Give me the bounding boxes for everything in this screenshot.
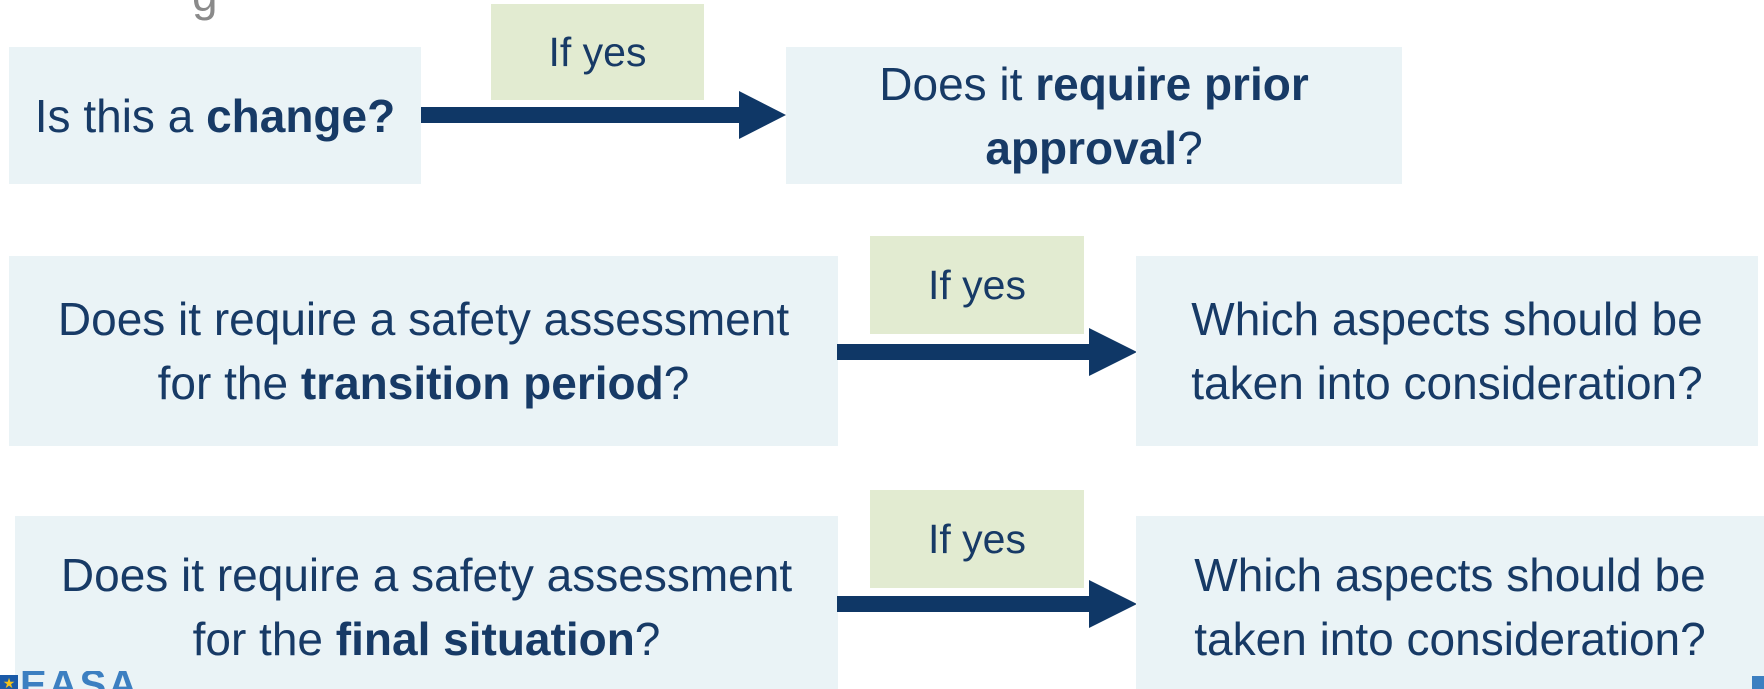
result-line-2: taken into consideration?	[1191, 357, 1703, 409]
question-pre-2: for the	[157, 357, 301, 409]
if-yes-label-row3: If yes	[870, 490, 1084, 588]
result-pre: Does it	[879, 57, 1036, 110]
result-aspects-row3: Which aspects should be taken into consi…	[1136, 516, 1764, 689]
result-line-1: Which aspects should be	[1191, 293, 1703, 345]
question-line-1: Does it require a safety assessment	[57, 293, 790, 345]
result-prior-approval: Does it require prior approval?	[786, 47, 1402, 184]
question-final-situation: Does it require a safety assessment for …	[15, 516, 838, 689]
result-bold-2: approval	[985, 121, 1178, 174]
question-post: ?	[634, 613, 661, 665]
result-line-2: taken into consideration?	[1194, 613, 1706, 665]
question-line-1: Does it require a safety assessment	[60, 549, 793, 601]
question-pre: Is this a	[34, 89, 207, 142]
question-post: ?	[663, 357, 690, 409]
result-line-1: Which aspects should be	[1194, 549, 1706, 601]
result-bold-1: require prior	[1035, 57, 1309, 110]
if-yes-label-row2: If yes	[870, 236, 1084, 334]
result-post: ?	[1177, 121, 1203, 174]
eu-flag-icon: ★	[0, 675, 18, 689]
result-aspects-row2: Which aspects should be taken into consi…	[1136, 256, 1758, 446]
arrow-row3	[837, 580, 1137, 628]
question-bold: final situation	[335, 613, 635, 665]
arrow-row1	[421, 91, 786, 139]
question-pre-2: for the	[192, 613, 336, 665]
corner-decoration	[1752, 676, 1764, 689]
arrow-row2	[837, 328, 1137, 376]
easa-logo: ★ EASA	[0, 671, 150, 689]
question-is-change: Is this a change?	[9, 47, 421, 184]
question-bold: change?	[206, 89, 396, 142]
slide-title-fragment: g	[192, 0, 218, 22]
question-transition-period: Does it require a safety assessment for …	[9, 256, 838, 446]
question-bold: transition period	[300, 357, 664, 409]
easa-logo-text: EASA	[20, 671, 139, 689]
if-yes-label-row1: If yes	[491, 4, 704, 100]
